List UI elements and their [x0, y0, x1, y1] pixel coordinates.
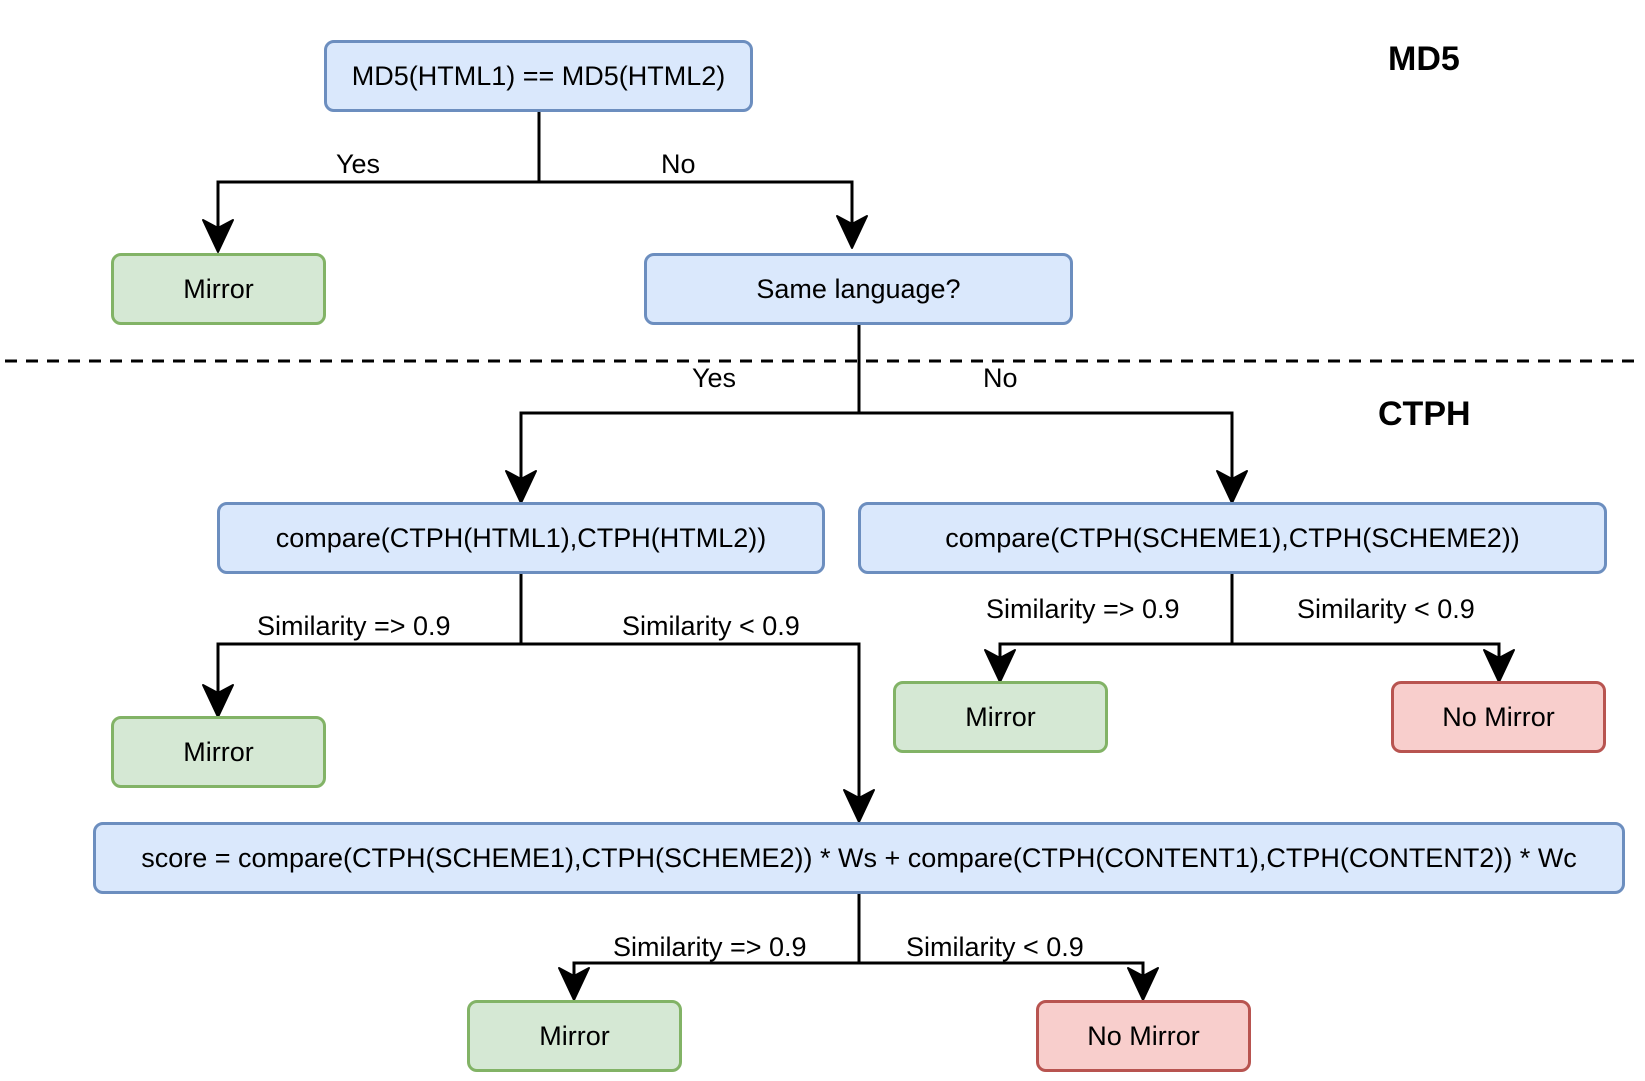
edge-label-html-high: Similarity => 0.9 [257, 611, 451, 641]
arrowhead-lang-no [1216, 470, 1248, 504]
edge-label-scheme-high: Similarity => 0.9 [986, 594, 1180, 624]
edge-label-lang-yes: Yes [692, 363, 737, 393]
edge-score-low [859, 961, 1145, 981]
edge-label-md5-yes: Yes [336, 149, 381, 179]
arrowhead-md5-no [836, 215, 868, 249]
arrowhead-score-high [558, 967, 590, 1001]
edge-label-html-low: Similarity < 0.9 [622, 611, 800, 641]
no-mirror-node-score: No Mirror [1036, 1000, 1251, 1072]
arrowhead-scheme-low [1483, 649, 1515, 683]
edge-score-high [572, 893, 861, 981]
arrowhead-score-low [1127, 967, 1159, 1001]
edge-html-low [521, 642, 861, 804]
edge-label-score-high: Similarity => 0.9 [613, 932, 807, 962]
section-title-ctph: CTPH [1378, 395, 1471, 433]
arrowhead-html-high [202, 684, 234, 718]
edge-lang-no [859, 411, 1234, 483]
edge-md5-no [539, 180, 854, 226]
edge-scheme-low [1232, 642, 1501, 664]
edge-lang-yes [519, 325, 861, 483]
mirror-node-html: Mirror [111, 716, 326, 788]
arrowhead-md5-yes [202, 219, 234, 253]
compare-scheme-node: compare(CTPH(SCHEME1),CTPH(SCHEME2)) [858, 502, 1607, 574]
md5-check-node: MD5(HTML1) == MD5(HTML2) [324, 40, 753, 112]
edge-label-md5-no: No [661, 149, 696, 179]
score-node: score = compare(CTPH(SCHEME1),CTPH(SCHEM… [93, 822, 1625, 894]
same-language-node: Same language? [644, 253, 1073, 325]
edge-label-score-low: Similarity < 0.9 [906, 932, 1084, 962]
arrowhead-lang-yes [505, 470, 537, 504]
section-title-md5: MD5 [1388, 40, 1460, 78]
compare-html-node: compare(CTPH(HTML1),CTPH(HTML2)) [217, 502, 825, 574]
edge-label-lang-no: No [983, 363, 1018, 393]
mirror-node-md5: Mirror [111, 253, 326, 325]
edge-md5-yes [216, 112, 541, 230]
edge-label-scheme-low: Similarity < 0.9 [1297, 594, 1475, 624]
edge-html-high [216, 574, 523, 698]
arrowhead-html-low [843, 789, 875, 823]
mirror-node-scheme: Mirror [893, 681, 1108, 753]
arrowhead-scheme-high [984, 649, 1016, 683]
edge-scheme-high [998, 574, 1234, 664]
mirror-node-score: Mirror [467, 1000, 682, 1072]
no-mirror-node-scheme: No Mirror [1391, 681, 1606, 753]
